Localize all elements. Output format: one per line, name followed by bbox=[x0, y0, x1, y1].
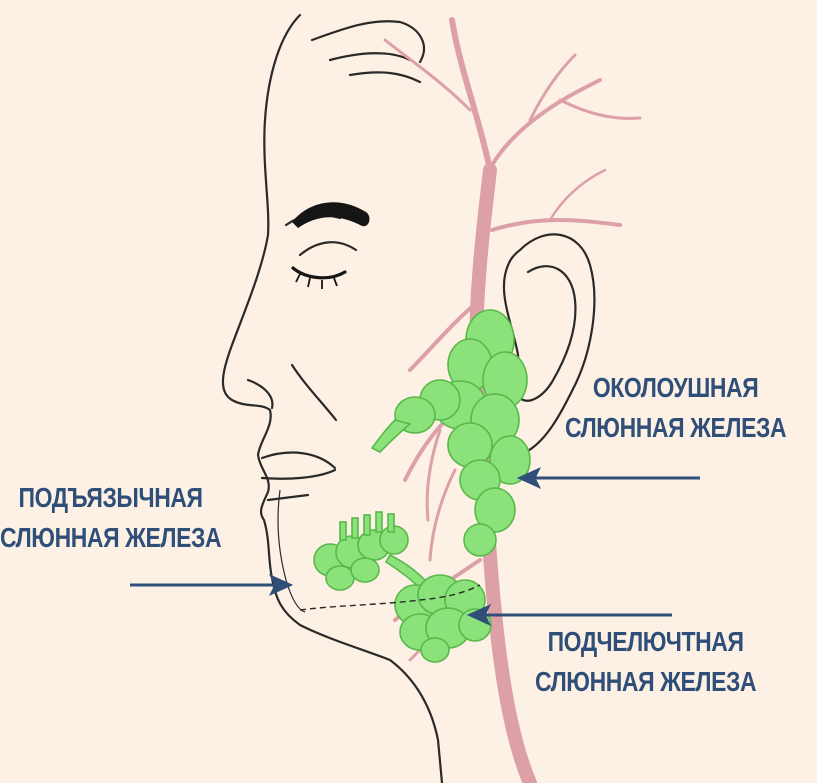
temporal-branch bbox=[452, 20, 490, 170]
parotid-gland-label: ОКОЛОУШНАЯ СЛЮННАЯ ЖЕЛЕЗА bbox=[565, 368, 786, 448]
lower-lip-line bbox=[262, 470, 335, 479]
eyebrow bbox=[292, 202, 369, 228]
sublingual-label-line1: ПОДЪЯЗЫЧНАЯ bbox=[0, 478, 221, 518]
submandibular-gland-label: ПОДЧЕЛЮЧТНАЯ СЛЮННАЯ ЖЕЛЕЗА bbox=[535, 622, 756, 702]
posterior-twig bbox=[550, 170, 605, 220]
teeth-outline bbox=[278, 490, 305, 612]
chin-line bbox=[268, 495, 308, 500]
upper-lip-line bbox=[262, 453, 335, 468]
cheek-line bbox=[292, 365, 336, 420]
posterior-branch bbox=[492, 220, 620, 230]
sublingual-label-line2: СЛЮННАЯ ЖЕЛЕЗА bbox=[0, 518, 221, 558]
parotid-gland bbox=[372, 310, 530, 556]
parotid-label-line1: ОКОЛОУШНАЯ bbox=[565, 368, 786, 408]
parotid-duct bbox=[372, 420, 410, 452]
submandibular-label-line2: СЛЮННАЯ ЖЕЛЕЗА bbox=[535, 662, 756, 702]
forehead-hairline bbox=[312, 21, 424, 82]
submandibular-label-line1: ПОДЧЕЛЮЧТНАЯ bbox=[535, 622, 756, 662]
nostril-line bbox=[248, 380, 272, 408]
parotid-label-line2: СЛЮННАЯ ЖЕЛЕЗА bbox=[565, 408, 786, 448]
closed-eye bbox=[293, 268, 345, 278]
temporal-twig-3 bbox=[560, 100, 640, 118]
temporal-twig-2 bbox=[530, 55, 575, 120]
sublingual-gland-label: ПОДЪЯЗЫЧНАЯ СЛЮННАЯ ЖЕЛЕЗА bbox=[0, 478, 221, 558]
sublingual-gland bbox=[314, 512, 430, 592]
facial-twig-2 bbox=[430, 470, 455, 560]
